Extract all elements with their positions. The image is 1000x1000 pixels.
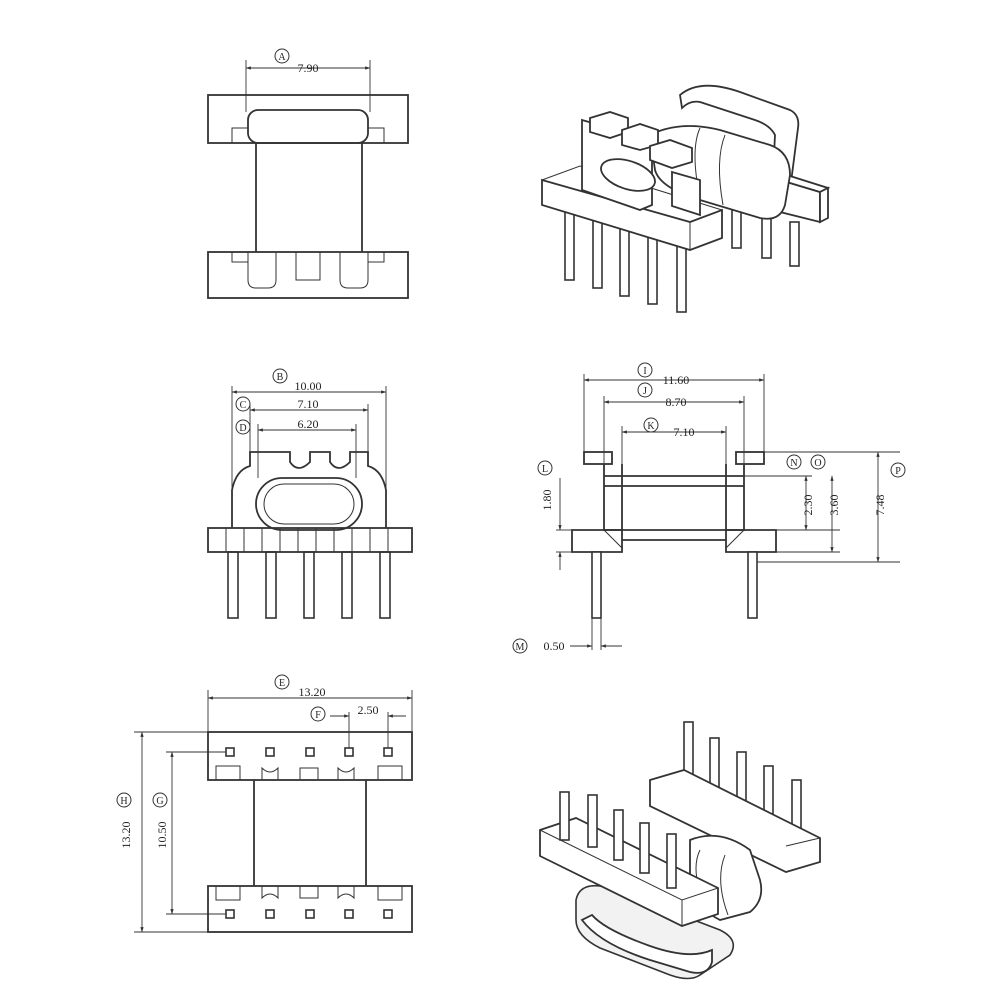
- dim-F-value: 2.50: [358, 703, 379, 717]
- dim-H-letter: H: [120, 796, 127, 807]
- dim-C-letter: C: [240, 400, 247, 411]
- dim-E-value: 13.20: [299, 685, 326, 699]
- dim-D-letter: D: [239, 423, 246, 434]
- dim-letter-circle: [274, 48, 290, 64]
- dim-G-letter: G: [156, 796, 163, 807]
- dim-A-letter: A: [278, 52, 286, 63]
- top-view: A 7.90: [207, 48, 409, 299]
- dim-A-value: 7.90: [298, 61, 319, 75]
- dim-P-value: 7.48: [873, 495, 887, 516]
- dim-J-value: 8.70: [666, 395, 687, 409]
- dim-I-letter: I: [643, 366, 646, 377]
- dim-L-letter: L: [542, 464, 548, 475]
- dim-I-value: 11.60: [663, 373, 690, 387]
- dim-B-letter: B: [277, 372, 284, 383]
- dim-K-value: 7.10: [674, 425, 695, 439]
- dim-M-value: 0.50: [544, 639, 565, 653]
- bottom-view: E 13.20 F 2.50 H 13.20 G 10.50: [116, 674, 413, 933]
- dim-J-letter: J: [643, 386, 647, 397]
- dim-C-value: 7.10: [298, 397, 319, 411]
- dim-M-letter: M: [516, 642, 525, 653]
- dim-P-letter: P: [895, 466, 901, 477]
- dim-K-letter: K: [647, 421, 655, 432]
- dim-H-value: 13.20: [119, 822, 133, 849]
- dim-O-value: 3.60: [827, 495, 841, 516]
- dim-F-letter: F: [315, 710, 321, 721]
- isometric-view-top: [541, 84, 831, 313]
- side-view: I 11.60 J 8.70 K 7.10 L 1.80 M 0.50 N: [512, 362, 906, 654]
- dim-N-letter: N: [790, 458, 797, 469]
- dim-B-value: 10.00: [295, 379, 322, 393]
- dim-L-value: 1.80: [540, 490, 554, 511]
- isometric-view-bottom: [539, 721, 821, 980]
- dim-N-value: 2.30: [801, 495, 815, 516]
- dim-E-letter: E: [279, 678, 285, 689]
- front-view: B 10.00 C 7.10 D 6.20: [207, 368, 413, 619]
- dim-D-value: 6.20: [298, 417, 319, 431]
- dim-O-letter: O: [814, 458, 821, 469]
- dim-G-value: 10.50: [155, 822, 169, 849]
